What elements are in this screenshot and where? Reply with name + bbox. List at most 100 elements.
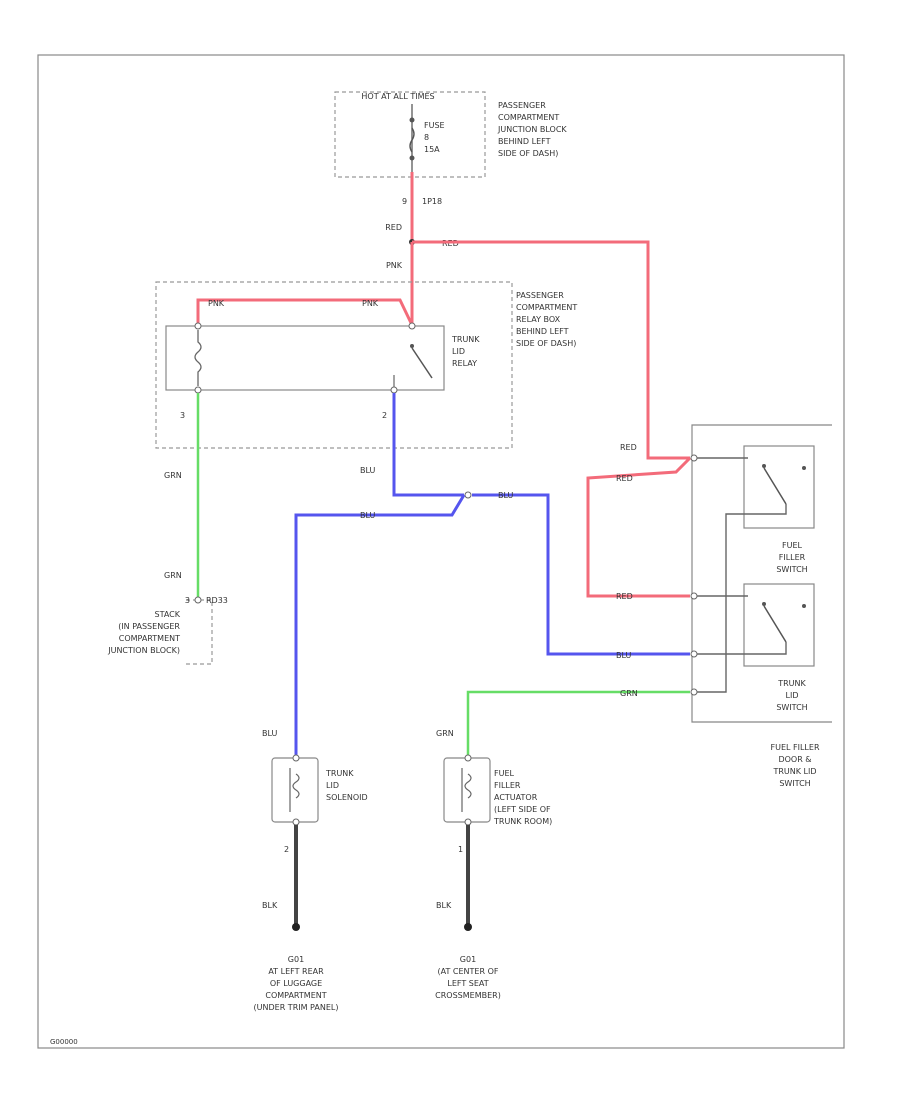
relay-label-2: LID bbox=[452, 347, 465, 356]
fuse-icon bbox=[409, 127, 415, 153]
ground-right-label-1: (AT CENTER OF bbox=[438, 967, 499, 976]
switch-term-grn bbox=[690, 688, 698, 696]
diagram-frame bbox=[37, 54, 845, 1049]
grn-actuator-wire bbox=[466, 690, 690, 755]
fuel-switch-contact bbox=[802, 466, 806, 470]
fuse-block-location-5: SIDE OF DASH) bbox=[498, 149, 558, 158]
actuator-label-2: FILLER bbox=[494, 781, 521, 790]
trunk-switch-contact bbox=[802, 604, 806, 608]
ground-left-label-1: AT LEFT REAR bbox=[268, 967, 324, 976]
blu-solenoid-label: BLU bbox=[262, 729, 278, 738]
solenoid-label-2: LID bbox=[326, 781, 339, 790]
stack-label-2: (IN PASSENGER bbox=[118, 622, 180, 631]
fuse-block-location-3: JUNCTION BLOCK bbox=[497, 125, 567, 134]
stack-label-3: COMPARTMENT bbox=[119, 634, 180, 643]
stack-terminal bbox=[194, 596, 202, 604]
red-switch-top-label: RED bbox=[620, 443, 637, 452]
pink-coil-wire bbox=[196, 298, 414, 326]
fuse-terminal-bottom bbox=[409, 155, 415, 161]
trunk-lid-switch-body bbox=[743, 583, 815, 667]
ground-left-id: G01 bbox=[288, 955, 304, 964]
solenoid-label-1: TRUNK bbox=[325, 769, 354, 778]
ground-left-label-3: COMPARTMENT bbox=[265, 991, 326, 1000]
actuator-coil-icon bbox=[461, 768, 472, 812]
fuel-switch-label-1: FUEL bbox=[782, 541, 803, 550]
fuse-block-location-2: COMPARTMENT bbox=[498, 113, 559, 122]
stack-label-4: JUNCTION BLOCK) bbox=[107, 646, 180, 655]
trunk-switch-return bbox=[697, 642, 787, 655]
actuator-label-4: (LEFT SIDE OF bbox=[494, 805, 551, 814]
ground-right-label-2: LEFT SEAT bbox=[447, 979, 488, 988]
fuse-label-line2: 8 bbox=[424, 133, 429, 142]
solenoid-terminal-top bbox=[292, 754, 300, 762]
ground-right-symbol bbox=[464, 923, 472, 931]
relay-contact-pivot bbox=[410, 344, 414, 348]
relay-coil-terminal-top bbox=[194, 322, 202, 330]
trunk-switch-label-1: TRUNK bbox=[777, 679, 806, 688]
fuse-terminal-top bbox=[409, 117, 415, 123]
red-branch-wire bbox=[412, 240, 690, 460]
relay-contact-switch-icon bbox=[411, 347, 433, 379]
blu-split-left-label: BLU bbox=[360, 511, 376, 520]
fuel-filler-switch-body bbox=[743, 445, 815, 529]
ground-right-id: G01 bbox=[460, 955, 476, 964]
blu-switch-wire bbox=[472, 493, 690, 656]
ground-left-label-4: (UNDER TRIM PANEL) bbox=[254, 1003, 339, 1012]
grn-lower-label: GRN bbox=[164, 571, 182, 580]
actuator-label-1: FUEL bbox=[494, 769, 515, 778]
pink-inner-left-label: PNK bbox=[208, 299, 225, 308]
assembly-label-4: SWITCH bbox=[779, 779, 810, 788]
stack-outline bbox=[186, 599, 213, 665]
blu-switch-label: BLU bbox=[616, 651, 632, 660]
relay-box-location-4: BEHIND LEFT bbox=[516, 327, 569, 336]
pink-inner-right-label: PNK bbox=[362, 299, 379, 308]
actuator-label-5: TRUNK ROOM) bbox=[493, 817, 552, 826]
relay-box-location-1: PASSENGER bbox=[516, 291, 564, 300]
switch-term-red-top bbox=[690, 454, 698, 462]
fuse-connector-id: 1P18 bbox=[422, 197, 442, 206]
relay-coil-icon bbox=[194, 330, 202, 386]
relay-box-location-2: COMPARTMENT bbox=[516, 303, 577, 312]
trunk-switch-label-2: LID bbox=[786, 691, 799, 700]
switch-term-red-low bbox=[690, 592, 698, 600]
actuator-label-3: ACTUATOR bbox=[494, 793, 538, 802]
fuse-block-location-4: BEHIND LEFT bbox=[498, 137, 551, 146]
hot-at-all-times-label: HOT AT ALL TIMES bbox=[361, 92, 434, 101]
fuse-label-line3: 15A bbox=[424, 145, 440, 154]
stack-label-1: STACK bbox=[154, 610, 180, 619]
assembly-label-2: DOOR & bbox=[778, 755, 811, 764]
assembly-label-3: TRUNK LID bbox=[772, 767, 816, 776]
actuator-pin: 1 bbox=[458, 845, 463, 854]
switch-term-blu bbox=[690, 650, 698, 658]
fuse-pin-number: 9 bbox=[402, 197, 407, 206]
stack-pin: 3 bbox=[185, 596, 190, 605]
grn-switch-label: GRN bbox=[620, 689, 638, 698]
fuel-switch-pivot bbox=[762, 464, 766, 468]
fuse-label-line1: FUSE bbox=[424, 121, 445, 130]
grn-upper-label: GRN bbox=[164, 471, 182, 480]
ground-left-symbol bbox=[292, 923, 300, 931]
relay-label-1: TRUNK bbox=[451, 335, 480, 344]
relay-box-location-3: RELAY BOX bbox=[516, 315, 561, 324]
relay-coil-terminal-bottom bbox=[194, 386, 202, 394]
relay-pin-right: 2 bbox=[382, 411, 387, 420]
assembly-label-1: FUEL FILLER bbox=[771, 743, 820, 752]
red-feed-label: RED bbox=[385, 223, 402, 232]
switch-assembly-outline bbox=[691, 424, 832, 723]
ground-right-label-3: CROSSMEMBER) bbox=[435, 991, 501, 1000]
relay-box-outline bbox=[155, 281, 513, 449]
solenoid-coil-icon bbox=[289, 768, 300, 812]
blk-actuator-label: BLK bbox=[436, 901, 452, 910]
fuse-block-location-1: PASSENGER bbox=[498, 101, 546, 110]
fuel-filler-switch-icon bbox=[763, 467, 787, 505]
blu-relay-label: BLU bbox=[360, 466, 376, 475]
fuse-block-outline bbox=[334, 91, 486, 178]
red-switch-mid-label: RED bbox=[616, 474, 633, 483]
relay-label-3: RELAY bbox=[452, 359, 477, 368]
blu-relay-wire bbox=[392, 393, 464, 497]
fuel-switch-label-3: SWITCH bbox=[776, 565, 807, 574]
blu-inline-connector bbox=[464, 491, 472, 499]
relay-contact-terminal-bottom bbox=[390, 386, 398, 394]
blu-solenoid-wire bbox=[294, 494, 466, 755]
red-switch-low-label: RED bbox=[616, 592, 633, 601]
